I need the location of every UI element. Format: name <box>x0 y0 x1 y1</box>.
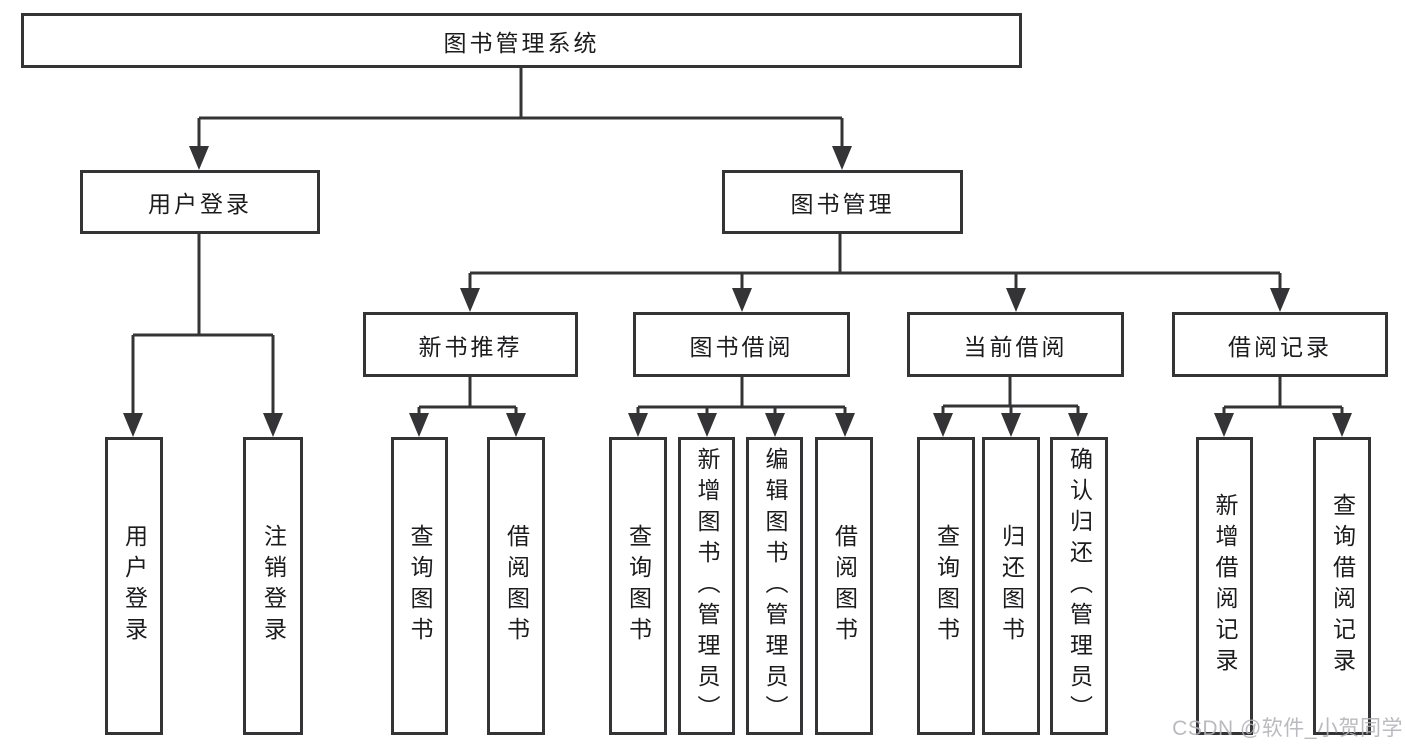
node-current-borrowing: 当前借阅 <box>907 312 1124 377</box>
leaf-borrow-books-recommend: 借阅图书 <box>487 437 545 735</box>
leaf-add-borrow-record: 新增借阅记录 <box>1196 437 1253 735</box>
leaf-query-books-borrowing: 查询图书 <box>609 437 667 735</box>
leaf-logout: 注销登录 <box>243 437 303 735</box>
leaf-confirm-return-admin: 确认归还（管理员） <box>1050 437 1108 735</box>
watermark: CSDN @软件_小贺同学 <box>1172 717 1403 740</box>
node-book-management: 图书管理 <box>722 170 963 234</box>
node-user-login: 用户登录 <box>80 170 320 234</box>
leaf-borrow-books-borrowing: 借阅图书 <box>815 437 873 735</box>
leaf-user-login: 用户登录 <box>105 437 163 735</box>
leaf-query-borrow-record: 查询借阅记录 <box>1313 437 1371 735</box>
node-library-system: 图书管理系统 <box>21 13 1022 68</box>
leaf-return-book: 归还图书 <box>982 437 1040 735</box>
leaf-add-book-admin: 新增图书（管理员） <box>678 437 735 735</box>
node-book-borrowing: 图书借阅 <box>633 312 850 377</box>
node-new-book-recommend: 新书推荐 <box>363 312 578 377</box>
node-borrowing-records: 借阅记录 <box>1172 312 1388 377</box>
leaf-query-books-current: 查询图书 <box>917 437 975 735</box>
leaf-edit-book-admin: 编辑图书（管理员） <box>746 437 803 735</box>
leaf-query-books-recommend: 查询图书 <box>391 437 448 735</box>
